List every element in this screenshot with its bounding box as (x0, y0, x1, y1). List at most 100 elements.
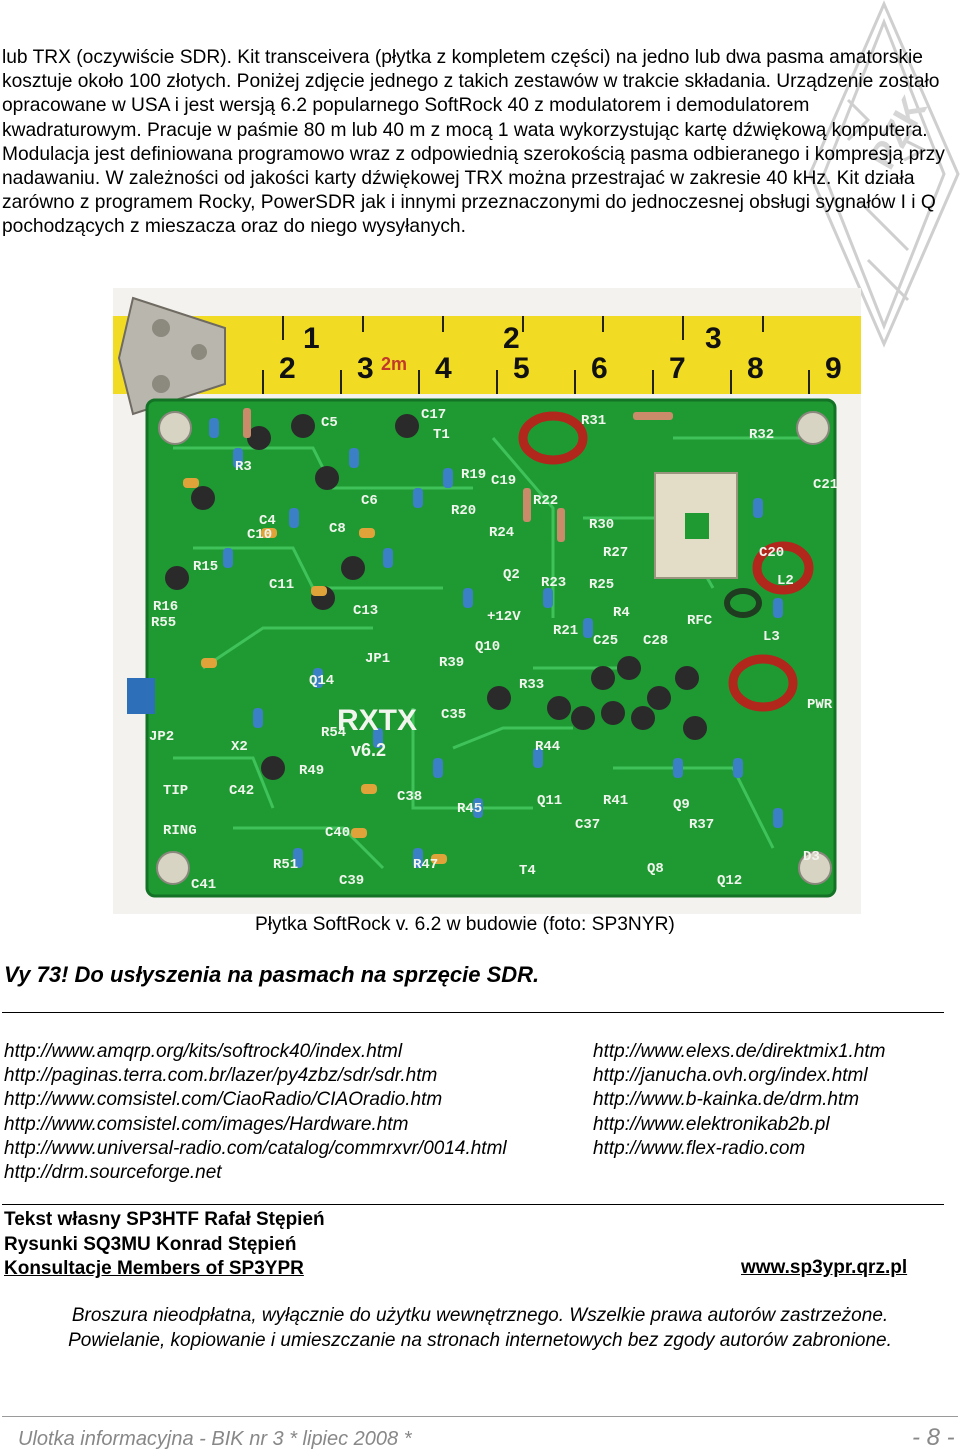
reference-link[interactable]: http://www.comsistel.com/CiaoRadio/CIAOr… (4, 1089, 443, 1111)
ruler-top-number: 3 (705, 322, 722, 355)
ruler-top-number: 1 (303, 322, 320, 355)
silk-label: C35 (441, 707, 466, 723)
silk-label: Q11 (537, 793, 562, 809)
silk-label: R22 (533, 493, 558, 509)
silk-label: R39 (439, 655, 464, 671)
silk-label: Q8 (647, 861, 664, 877)
credit-line: Konsultacje Members of SP3YPR (4, 1258, 304, 1279)
club-website-link[interactable]: www.sp3ypr.qrz.pl (741, 1257, 908, 1278)
divider (2, 1204, 944, 1205)
silk-label: R20 (451, 503, 476, 519)
silk-label: R47 (413, 857, 438, 873)
ruler-mark: 2m (381, 354, 407, 374)
reference-link[interactable]: http://www.amqrp.org/kits/softrock40/ind… (4, 1041, 403, 1062)
silk-label: C25 (593, 633, 618, 649)
silk-label: C42 (229, 783, 254, 799)
silk-label: R49 (299, 763, 324, 779)
silk-label: R25 (589, 577, 614, 593)
silk-label: R4 (613, 605, 630, 621)
silk-label: R51 (273, 857, 298, 873)
reference-link[interactable]: http://drm.sourceforge.net (4, 1162, 222, 1184)
reference-link[interactable]: http://www.elektronikab2b.pl (593, 1113, 830, 1135)
silk-label: R27 (603, 545, 628, 561)
silk-label: C10 (247, 527, 272, 543)
silk-label: R30 (589, 517, 614, 533)
footer-publication: Ulotka informacyjna - BIK nr 3 * lipiec … (18, 1428, 412, 1450)
board-photo-drawing: 1 2 3 2 3 4 5 6 7 8 9 2m (113, 296, 861, 898)
board-title: RXTX (337, 704, 417, 737)
silk-label: +12V (487, 609, 521, 625)
silk-label: R19 (461, 467, 486, 483)
credit-line: Rysunki SQ3MU Konrad Stępień (4, 1233, 297, 1255)
silk-label: Q10 (475, 639, 500, 655)
silk-label: C5 (321, 415, 338, 431)
silk-label: L3 (763, 629, 780, 645)
silk-label: RING (163, 823, 197, 839)
silk-label: Q9 (673, 797, 690, 813)
ruler-bottom-number: 2 (279, 352, 296, 385)
reference-link[interactable]: http://www.b-kainka.de/drm.htm (593, 1089, 860, 1111)
silk-label: C38 (397, 789, 422, 805)
ruler-bottom-number: 6 (591, 352, 608, 385)
silk-label: Q12 (717, 873, 742, 889)
silk-label: C20 (759, 545, 784, 561)
intro-paragraph: lub TRX (oczywiście SDR). Kit transceive… (2, 47, 945, 238)
silk-label: R24 (489, 525, 514, 541)
closing-line: Vy 73! Do usłyszenia na pasmach na sprzę… (4, 962, 540, 987)
ruler-top-number: 2 (503, 322, 520, 355)
silk-label: R55 (151, 615, 176, 631)
silk-label: C28 (643, 633, 668, 649)
reference-link[interactable]: http://janucha.ovh.org/index.html (593, 1065, 868, 1087)
silk-label: R16 (153, 599, 178, 615)
reference-link[interactable]: http://www.elexs.de/direktmix1.htm (593, 1041, 886, 1062)
silk-label: C39 (339, 873, 364, 889)
reference-link[interactable]: http://www.universal-radio.com/catalog/c… (4, 1137, 507, 1159)
notice-line-2: Powielanie, kopiowanie i umieszczanie na… (68, 1329, 892, 1351)
silk-label: R31 (581, 413, 606, 429)
silk-label: C13 (353, 603, 378, 619)
notice-line-1: Broszura nieodpłatna, wyłącznie do użytk… (71, 1305, 889, 1326)
ruler-bottom-number: 9 (825, 352, 842, 385)
club-watermark-logo: PZK (808, 0, 960, 348)
silk-label: R33 (519, 677, 544, 693)
silk-label: C17 (421, 407, 446, 423)
credit-line: Tekst własny SP3HTF Rafał Stępień (4, 1209, 325, 1230)
softrock-board-photo: 1 2 3 2 3 4 5 6 7 8 9 2m (113, 288, 861, 914)
footer-divider (2, 1416, 958, 1417)
silk-label: T4 (519, 863, 536, 879)
photo-caption: Płytka SoftRock v. 6.2 w budowie (foto: … (255, 914, 675, 935)
reference-link[interactable]: http://www.flex-radio.com (593, 1137, 806, 1159)
page-number: - 8 - (912, 1424, 955, 1451)
ruler-bottom-number: 3 (357, 352, 374, 385)
divider (2, 1012, 944, 1013)
silk-label: PWR (807, 697, 833, 713)
silk-label: C4 (259, 513, 276, 529)
ruler-bottom-number: 8 (747, 352, 764, 385)
silk-label: RFC (687, 613, 713, 629)
silk-label: JP1 (365, 651, 390, 667)
ruler-bottom-number: 4 (435, 352, 452, 385)
silk-label: C40 (325, 825, 350, 841)
silk-label: R23 (541, 575, 566, 591)
silk-label: Q2 (503, 567, 520, 583)
reference-link[interactable]: http://paginas.terra.com.br/lazer/py4zbz… (4, 1065, 438, 1087)
silk-label: R15 (193, 559, 218, 575)
silk-label: R37 (689, 817, 714, 833)
silk-label: C41 (191, 877, 216, 893)
silk-label: R21 (553, 623, 578, 639)
silk-label: D3 (803, 849, 820, 865)
silk-label: R3 (235, 459, 252, 475)
silk-label: Q14 (309, 673, 334, 689)
silk-label: R44 (535, 739, 560, 755)
copyright-notice: Broszura nieodpłatna, wyłącznie do użytk… (0, 1304, 960, 1353)
credits-list: Tekst własny SP3HTF Rafał Stępień Rysunk… (4, 1208, 325, 1282)
silk-label: T1 (433, 427, 450, 443)
links-left-column: http://www.amqrp.org/kits/softrock40/ind… (4, 1040, 507, 1185)
links-right-column: http://www.elexs.de/direktmix1.htm http:… (593, 1040, 886, 1161)
silk-label: R41 (603, 793, 628, 809)
ruler-bottom-number: 5 (513, 352, 530, 385)
reference-link[interactable]: http://www.comsistel.com/images/Hardware… (4, 1113, 409, 1135)
board-version: v6.2 (351, 740, 386, 760)
silk-label: R45 (457, 801, 482, 817)
silk-label: X2 (231, 739, 248, 755)
